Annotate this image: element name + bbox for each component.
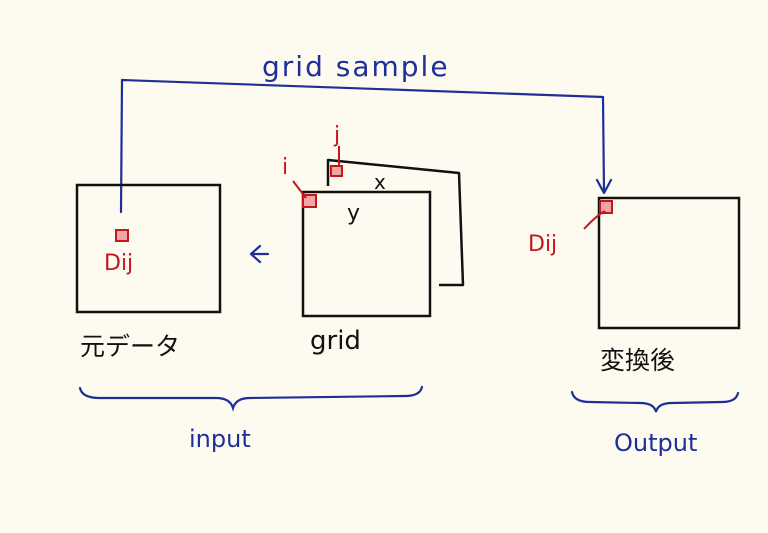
axis-x-label: x bbox=[374, 170, 386, 194]
grid-front-box bbox=[301, 190, 432, 318]
transformed-box bbox=[597, 196, 741, 330]
index-i-label: i bbox=[282, 155, 288, 180]
grid-sample-title: grid sample bbox=[262, 50, 450, 83]
left-arrow bbox=[249, 244, 270, 264]
grid-sample-arrow bbox=[119, 78, 606, 214]
original-data-label: 元データ bbox=[80, 332, 180, 361]
input-label: input bbox=[189, 425, 251, 453]
input-brace bbox=[78, 385, 424, 412]
input-pixel-label: Dij bbox=[104, 251, 133, 276]
index-i-pointer bbox=[292, 180, 307, 199]
transformed-label: 変換後 bbox=[600, 346, 675, 375]
grid-back-cell-marker bbox=[330, 165, 343, 177]
grid-sample-arrowhead bbox=[595, 178, 613, 195]
output-pixel-label: Dij bbox=[528, 232, 557, 257]
axis-y-label: y bbox=[347, 201, 360, 226]
grid-front-cell-marker bbox=[302, 194, 317, 208]
output-brace bbox=[570, 390, 740, 413]
output-pixel-marker bbox=[599, 200, 613, 214]
output-pixel-pointer bbox=[583, 210, 606, 230]
grid-label: grid bbox=[310, 326, 361, 356]
grid-back-box bbox=[326, 158, 465, 287]
input-pixel-marker bbox=[115, 229, 129, 242]
output-label: Output bbox=[614, 429, 697, 457]
original-data-box bbox=[75, 183, 222, 314]
index-j-label: j bbox=[333, 123, 340, 148]
